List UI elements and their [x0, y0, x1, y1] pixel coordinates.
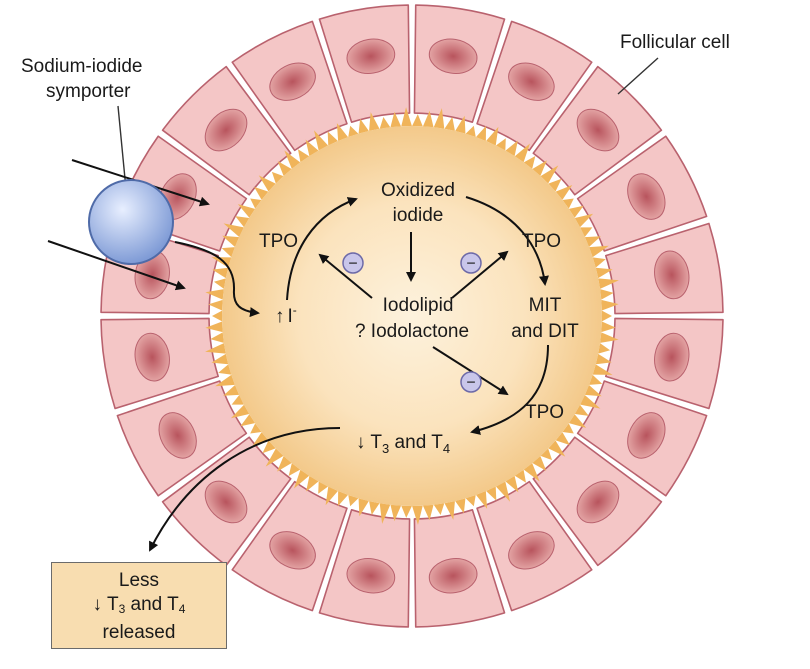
oxidized-iodide-label-line2: iodide [393, 205, 444, 226]
svg-text:−: − [466, 375, 475, 392]
cell-nucleus [654, 332, 690, 382]
inhibit-badge-bottom: − [460, 371, 482, 393]
cell-nucleus [346, 558, 396, 594]
cell-nucleus [346, 38, 396, 74]
cell-nucleus [428, 558, 478, 594]
t3t4-release-arrow [149, 427, 341, 552]
tpo-left-label: TPO [259, 231, 298, 252]
colloid-lumen [222, 126, 602, 506]
iodolipid-inhibit-right-arrow [451, 250, 509, 299]
t3-t4-label: ↓ T3 and T4 [356, 432, 450, 456]
iodolactone-label: ? Iodolactone [355, 321, 469, 342]
symporter-label-line1: Sodium-iodide [21, 56, 142, 77]
sodium-iodide-symporter [88, 179, 174, 265]
mit-to-t3t4-arrow [470, 344, 549, 435]
iodide-label: ↑I- [275, 303, 297, 327]
release-box-line3: released [102, 622, 176, 643]
oxidized-to-mit-arrow [465, 196, 549, 286]
and-dit-label: and DIT [511, 321, 579, 342]
follicular-cell-label: Follicular cell [620, 32, 730, 53]
svg-text:−: − [348, 256, 357, 273]
follicular-cell-ring [100, 4, 724, 628]
cell-nucleus [428, 38, 478, 74]
mit-label: MIT [529, 295, 562, 316]
cell-nucleus [204, 480, 248, 524]
iodide-to-oxidized-arrow [286, 197, 358, 301]
cell-nucleus [269, 62, 316, 101]
symporter-label-line2: symporter [46, 81, 131, 102]
iodolipid-inhibit-left-arrow [318, 253, 373, 299]
cell-nucleus [576, 108, 620, 152]
cell-nucleus [204, 108, 248, 152]
release-box-line1: Less [118, 570, 160, 591]
cell-nucleus [576, 480, 620, 524]
hormone-release-box: Less ↓ T3 and T4 released [51, 562, 227, 649]
cell-nucleus [508, 62, 555, 101]
tpo-bottom-label: TPO [525, 402, 564, 423]
symporter-to-iodide-arrow [174, 241, 260, 318]
cell-nucleus [627, 412, 666, 459]
oxidized-iodide-label-line1: Oxidized [381, 180, 455, 201]
cell-nucleus [508, 531, 555, 570]
cell-nucleus [627, 173, 666, 220]
inhibit-badge-left: − [342, 252, 364, 274]
uptake-arrow-lower [47, 240, 186, 291]
inhibit-badge-right: − [460, 252, 482, 274]
iodolipid-inhibit-bottom-arrow [432, 346, 509, 396]
tpo-right-label: TPO [522, 231, 561, 252]
release-box-line2: ↓ T3 and T4 [92, 594, 186, 616]
cell-nucleus [654, 250, 690, 300]
cell-nucleus [269, 531, 316, 570]
iodolipid-label: Iodolipid [383, 295, 454, 316]
cell-nucleus [134, 332, 170, 382]
svg-text:−: − [466, 256, 475, 273]
cell-nucleus [158, 412, 197, 459]
follicular-cell-pointer [617, 57, 659, 95]
